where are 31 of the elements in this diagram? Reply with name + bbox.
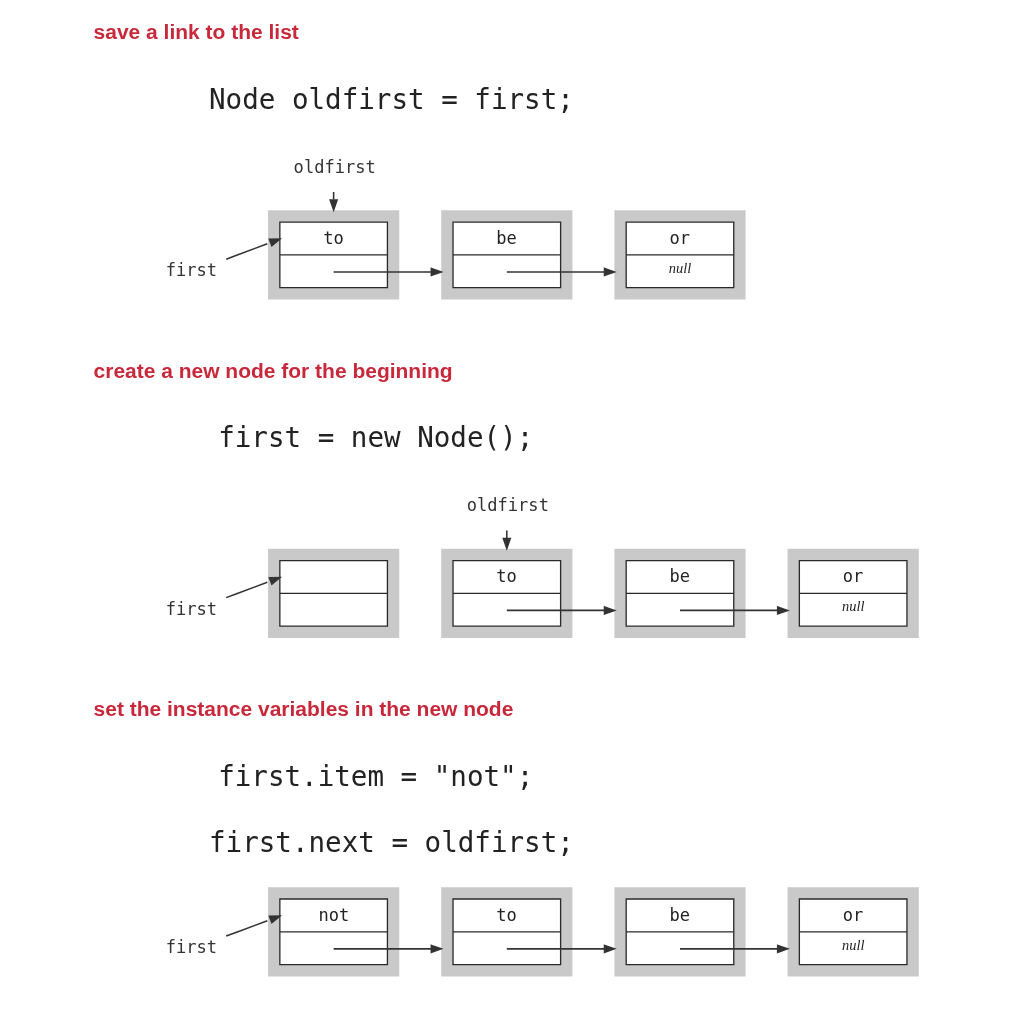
node-text: first: [165, 937, 218, 958]
node-box: to: [441, 548, 573, 638]
node-text: oldfirst: [293, 156, 376, 177]
node-box: be: [614, 887, 746, 977]
arrow: [225, 915, 283, 937]
node-box: to: [441, 887, 573, 977]
node-box: or null: [614, 210, 746, 300]
arrow: [225, 576, 283, 599]
arrow: [332, 267, 444, 277]
label: set the instance variables in the new node: [93, 697, 514, 721]
label: first = new Node();: [218, 421, 534, 454]
node-text: oldfirst: [466, 495, 549, 516]
label: save a link to the list: [93, 20, 299, 44]
label: first.next = oldfirst;: [209, 825, 574, 858]
node-box: be: [614, 548, 746, 638]
label: create a new node for the beginning: [93, 358, 453, 382]
arrow: [506, 605, 617, 615]
arrow: [225, 238, 283, 260]
node-box: be: [441, 210, 573, 300]
node-box: or null: [787, 887, 919, 977]
arrow: [502, 529, 512, 551]
node-text: first: [165, 598, 218, 619]
arrow: [506, 267, 617, 277]
arrow: [332, 944, 444, 954]
label: Node oldfirst = first;: [209, 82, 574, 115]
node-text: first: [165, 260, 218, 281]
node-box: or null: [787, 548, 919, 638]
arrow: [679, 944, 790, 954]
arrow: [679, 605, 790, 615]
arrow: [506, 944, 617, 954]
label: first.item = "not";: [218, 759, 534, 792]
